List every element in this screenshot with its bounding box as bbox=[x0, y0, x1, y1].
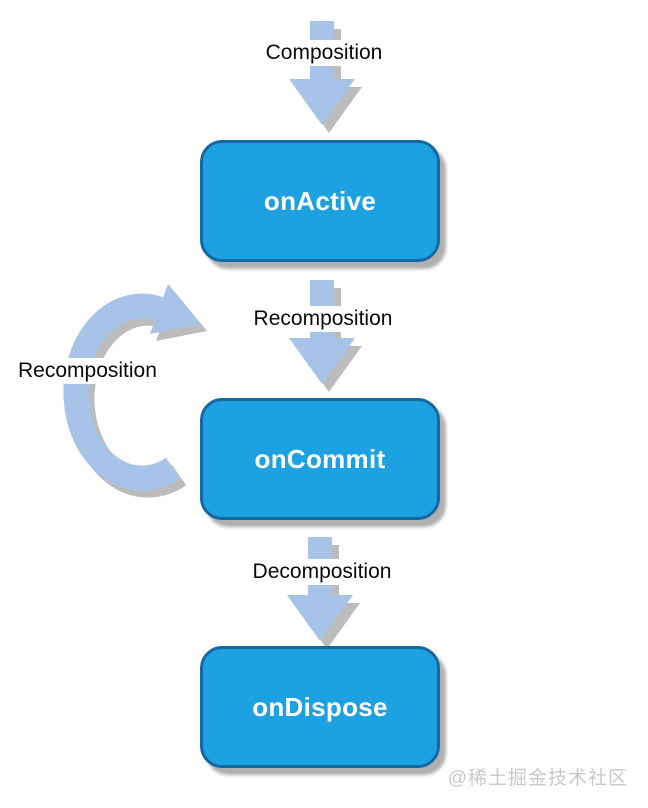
label-composition: Composition bbox=[260, 39, 388, 67]
node-ondispose: onDispose bbox=[200, 646, 440, 768]
down-arrow-icon bbox=[287, 537, 360, 649]
label-recomposition-loop: Recomposition bbox=[13, 357, 162, 385]
node-ondispose-label: onDispose bbox=[252, 691, 388, 722]
watermark: @稀土掘金技术社区 bbox=[447, 768, 628, 789]
down-arrow-icon bbox=[289, 21, 362, 133]
label-recomposition: Recomposition bbox=[248, 305, 398, 333]
node-oncommit-label: onCommit bbox=[254, 443, 386, 474]
node-onactive-label: onActive bbox=[263, 185, 377, 216]
node-onactive: onActive bbox=[200, 140, 440, 262]
node-oncommit: onCommit bbox=[200, 398, 440, 520]
down-arrow-icon bbox=[289, 280, 362, 392]
loop-arrow-icon bbox=[63, 284, 207, 498]
label-decomposition: Decomposition bbox=[247, 558, 397, 586]
